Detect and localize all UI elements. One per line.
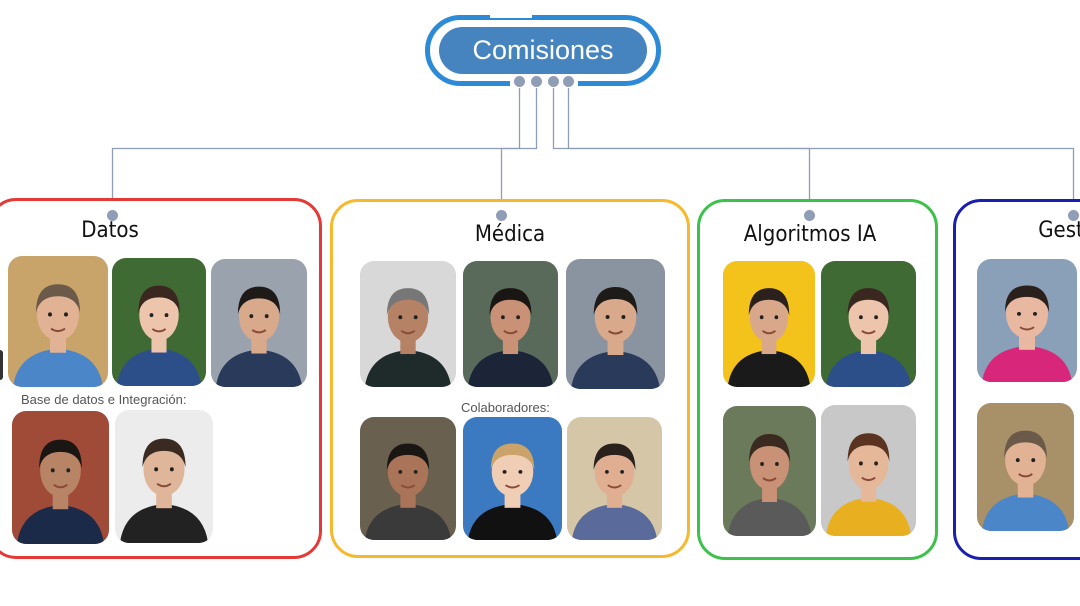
connector-dot — [548, 76, 559, 87]
partial-photo-edge — [0, 350, 3, 380]
member-photo — [821, 261, 916, 387]
committee-title-algoritmos-ia: Algoritmos IA — [743, 222, 877, 247]
member-photo — [567, 417, 662, 540]
member-photo — [821, 405, 916, 536]
person-portrait — [16, 439, 105, 544]
connector-medica — [500, 82, 538, 215]
person-portrait — [982, 285, 1072, 382]
member-photo — [723, 261, 815, 387]
committee-title-datos: Datos — [81, 218, 139, 243]
connector-dot — [531, 76, 542, 87]
connector-datos — [111, 82, 521, 215]
sublabel-base-datos: Base de datos e Integración: — [21, 392, 187, 407]
person-portrait — [215, 286, 303, 387]
person-portrait — [825, 433, 912, 536]
person-portrait — [467, 288, 554, 387]
connector-dot — [514, 76, 525, 87]
connector-dot — [1068, 210, 1079, 221]
member-photo — [977, 259, 1077, 382]
person-portrait — [727, 288, 811, 387]
committee-title-medica: Médica — [474, 222, 546, 247]
root-node-comisiones[interactable]: Comisiones — [439, 27, 647, 74]
ring-gap — [490, 10, 532, 18]
member-photo — [463, 261, 558, 387]
person-portrait — [467, 443, 558, 540]
connector-dot — [804, 210, 815, 221]
person-portrait — [727, 434, 812, 536]
sublabel-colaboradores: Colaboradores: — [461, 400, 550, 415]
member-photo — [463, 417, 562, 540]
member-photo — [566, 259, 665, 389]
ring-gap — [510, 80, 578, 88]
person-portrait — [981, 430, 1070, 531]
committee-title-gestion: Gestión — [1038, 218, 1080, 243]
connector-dot — [496, 210, 507, 221]
member-photo — [360, 261, 456, 387]
person-portrait — [571, 443, 658, 540]
person-portrait — [364, 288, 452, 387]
member-photo — [211, 259, 307, 387]
member-photo — [723, 406, 816, 536]
person-portrait — [825, 288, 912, 387]
member-photo — [115, 410, 213, 543]
person-portrait — [364, 443, 452, 540]
connector-dot — [107, 210, 118, 221]
person-portrait — [570, 287, 661, 389]
member-photo — [977, 403, 1074, 531]
member-photo — [8, 256, 108, 387]
connector-dot — [563, 76, 574, 87]
person-portrait — [119, 438, 209, 543]
person-portrait — [13, 284, 103, 387]
member-photo — [360, 417, 456, 540]
connector-gestion — [567, 82, 1075, 215]
member-photo — [12, 411, 109, 544]
person-portrait — [116, 285, 202, 386]
member-photo — [112, 258, 206, 386]
